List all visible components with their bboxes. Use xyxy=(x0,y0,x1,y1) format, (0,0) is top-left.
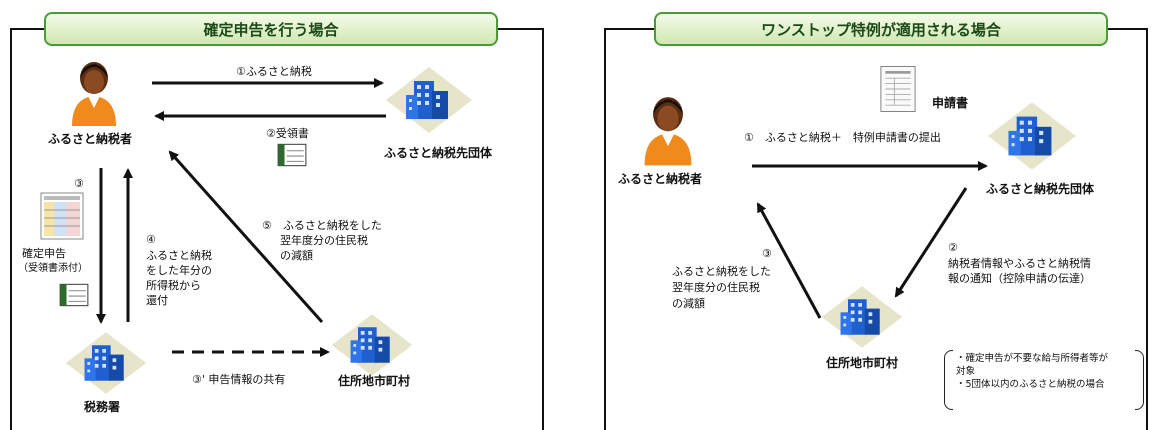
oneStop-taxpayer-label: ふるさと納税者 xyxy=(618,172,703,186)
form-label: 申請書 xyxy=(932,96,969,110)
oneStop-step2-number: ② xyxy=(948,241,958,254)
diagram-canvas xyxy=(40,62,1076,394)
step4-text-line4: 還付 xyxy=(146,294,168,307)
arrow-oneStop-notification xyxy=(894,187,968,298)
step4-text-line2: をした年分の xyxy=(146,264,212,277)
step3-text-2: （受領書添付） xyxy=(18,263,88,274)
oneStop-step2-line1: 納税者情報やふるさと納税情 xyxy=(948,257,1091,270)
step2-label: ②受領書 xyxy=(266,127,309,140)
step5-text-line1: ⑤ ふるさと納税をした xyxy=(262,219,382,232)
note-line-1: ・確定申告が不要な給与所得者等が xyxy=(956,353,1109,364)
oneStop-local-gov-building-icon xyxy=(821,286,903,348)
conditions-note: ・確定申告が不要な給与所得者等が 対象 ・5団体以内のふるさと納税の場合 xyxy=(944,350,1144,410)
note-line-2: 対象 xyxy=(956,366,976,377)
tax-office-building-icon xyxy=(65,332,147,394)
step5-text-line2: 翌年度分の住民税 xyxy=(280,234,368,247)
municipality-label: ふるさと納税先団体 xyxy=(384,146,493,160)
step4-number: ④ xyxy=(146,233,156,246)
left-panel-title: 確定申告を行う場合 xyxy=(44,12,498,46)
tax-office-label: 税務署 xyxy=(84,400,121,414)
step4-text-line1: ふるさと納税 xyxy=(146,249,212,262)
municipality-building-icon xyxy=(386,67,472,133)
oneStop-step3-line2: 翌年度分の住民税 xyxy=(672,281,760,294)
step3-number: ③ xyxy=(74,177,84,190)
oneStop-step3-line1: ふるさと納税をした xyxy=(672,265,771,278)
application-form-icon xyxy=(880,66,916,112)
taxpayer-person-icon xyxy=(72,62,116,126)
step1-label: ①ふるさと納税 xyxy=(236,65,312,78)
note-brace-right xyxy=(1135,350,1144,410)
oneStop-step3-number: ③ xyxy=(762,247,772,260)
attached-receipt-icon xyxy=(59,283,89,307)
right-panel-title: ワンストップ特例が適用される場合 xyxy=(654,12,1108,46)
oneStop-step3-line3: の減額 xyxy=(672,297,705,310)
oneStop-municipality-label: ふるさと納税先団体 xyxy=(986,182,1095,196)
oneStop-local-gov-label: 住所地市町村 xyxy=(826,356,899,370)
oneStop-step2-line2: 報の通知（控除申請の伝達） xyxy=(948,272,1091,285)
step3b-label: ③' 申告情報の共有 xyxy=(192,373,286,386)
note-brace-left xyxy=(944,350,953,410)
arrow-oneStop-tax-reduction xyxy=(756,202,822,319)
tax-return-form-icon xyxy=(40,192,84,240)
step3-text-1: 確定申告 xyxy=(22,247,66,260)
receipt-document-icon xyxy=(277,143,307,167)
note-line-3: ・5団体以内のふるさと納税の場合 xyxy=(956,379,1105,390)
local-gov-building-icon xyxy=(331,314,413,376)
note-text: ・確定申告が不要な給与所得者等が 対象 ・5団体以内のふるさと納税の場合 xyxy=(956,352,1136,391)
oneStop-municipality-building-icon xyxy=(988,102,1076,170)
oneStop-step1-label: ① ふるさと納税＋ 特例申請書の提出 xyxy=(744,131,941,144)
step5-text-line3: の減額 xyxy=(280,249,313,262)
step4-text-line3: 所得税から xyxy=(146,279,201,292)
taxpayer-label: ふるさと納税者 xyxy=(48,132,133,146)
local-gov-label: 住所地市町村 xyxy=(338,374,411,388)
arrow-residence-tax-reduction xyxy=(168,150,324,323)
oneStop-taxpayer-person-icon xyxy=(644,97,692,166)
